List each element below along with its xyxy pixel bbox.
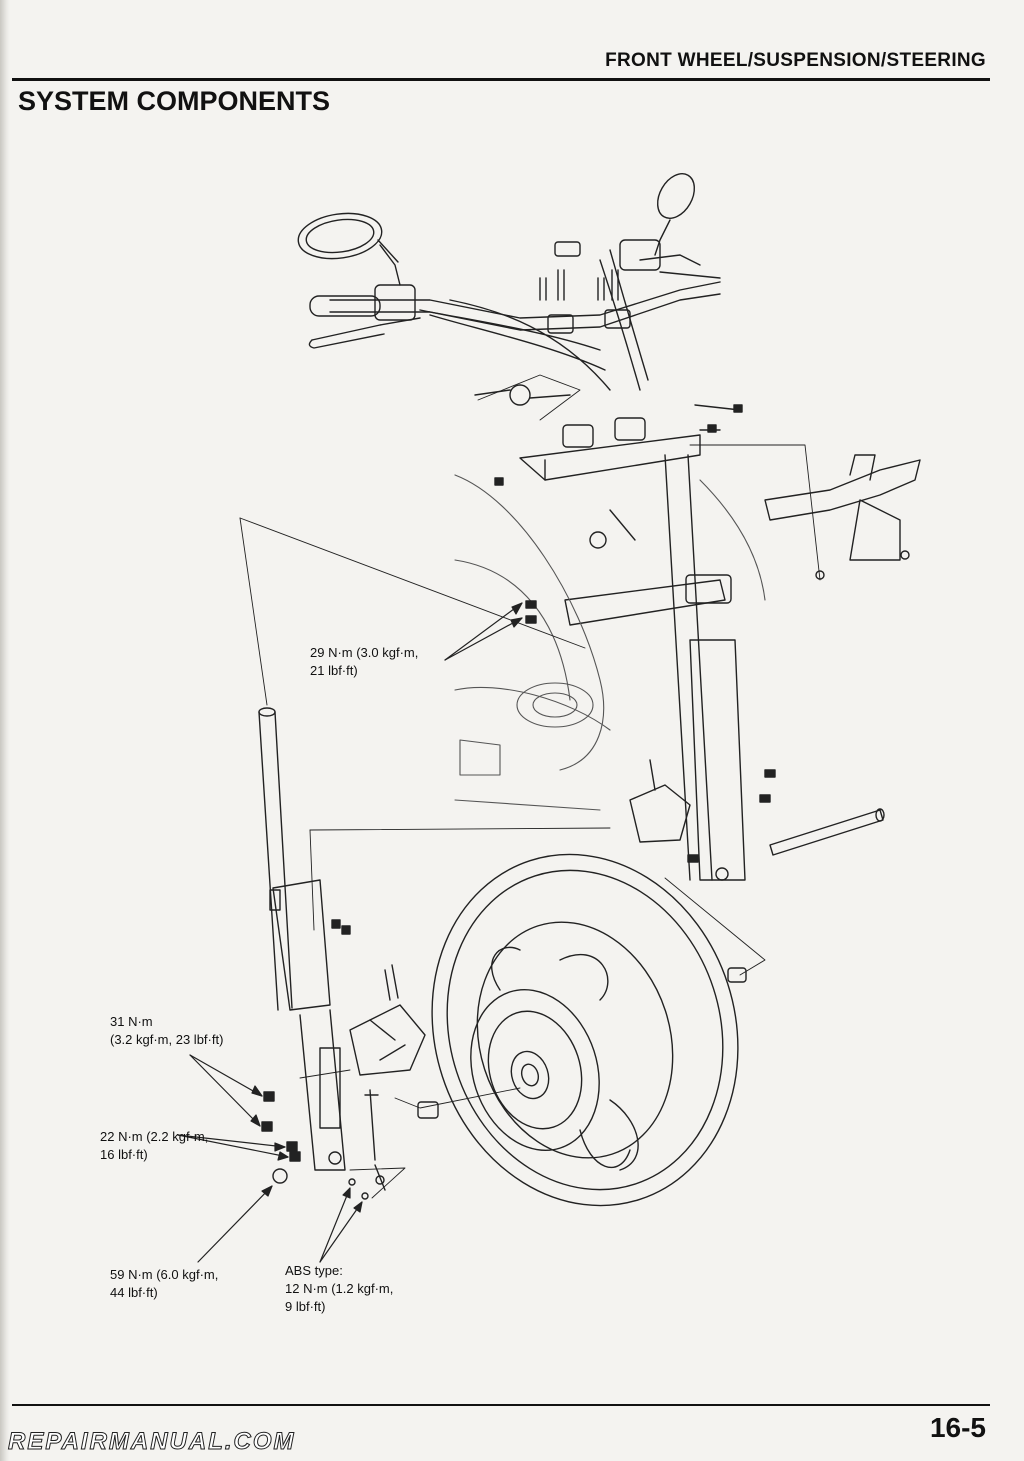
footer-rule [12, 1404, 990, 1406]
axle-bolt-torque-label: 59 N·m (6.0 kgf·m, 44 lbf·ft) [110, 1267, 219, 1300]
wheel-collar [727, 967, 747, 983]
left-mirror-stem [377, 239, 399, 263]
front-fairing [454, 474, 766, 811]
fork-pinch-bolt-torque-label: 29 N·m (3.0 kgf·m, 21 lbf·ft) [310, 645, 419, 678]
chapter-title: FRONT WHEEL/SUSPENSION/STEERING [605, 50, 986, 71]
front-wheel [417, 853, 747, 1207]
right-lever [659, 271, 721, 279]
callout-arrows [177, 602, 523, 1263]
handlebar-assembly [297, 173, 721, 391]
left-grip [309, 295, 381, 317]
left-brake-caliper [349, 964, 426, 1076]
meter-stay-bracket [764, 454, 921, 580]
page-number: 16-5 [929, 1412, 986, 1443]
abs-sensor [348, 1089, 386, 1200]
handlebar [329, 281, 721, 319]
handlebar-holder-bolts [539, 241, 631, 334]
left-mirror [297, 212, 383, 260]
left-lever [311, 317, 421, 341]
page-binding-shadow [0, 0, 10, 1461]
upper-fork-bridge [474, 384, 741, 481]
right-mirror [656, 173, 696, 219]
reference-lines [239, 374, 821, 1199]
front-axle [769, 808, 885, 856]
header-rule [12, 78, 990, 81]
fastener-bolts [261, 404, 776, 1184]
wire-harness [419, 299, 611, 391]
watermark-text: REPAIRMANUAL.COM [8, 1428, 296, 1456]
abs-sensor-bolt-torque-label: ABS type: 12 N·m (1.2 kgf·m, 9 lbf·ft) [285, 1263, 394, 1314]
brake-disc [470, 988, 600, 1152]
lower-fork-bridge [564, 509, 726, 626]
right-brake-caliper [629, 759, 691, 843]
axle-pinch-bolt-torque-label: 22 N·m (2.2 kgf·m, 16 lbf·ft) [100, 1129, 209, 1162]
caliper-bolt-torque-label: 31 N·m (3.2 kgf·m, 23 lbf·ft) [110, 1014, 224, 1047]
left-fork-leg [258, 707, 346, 1171]
page-title: SYSTEM COMPONENTS [18, 86, 331, 116]
right-fork-leg [664, 454, 746, 881]
